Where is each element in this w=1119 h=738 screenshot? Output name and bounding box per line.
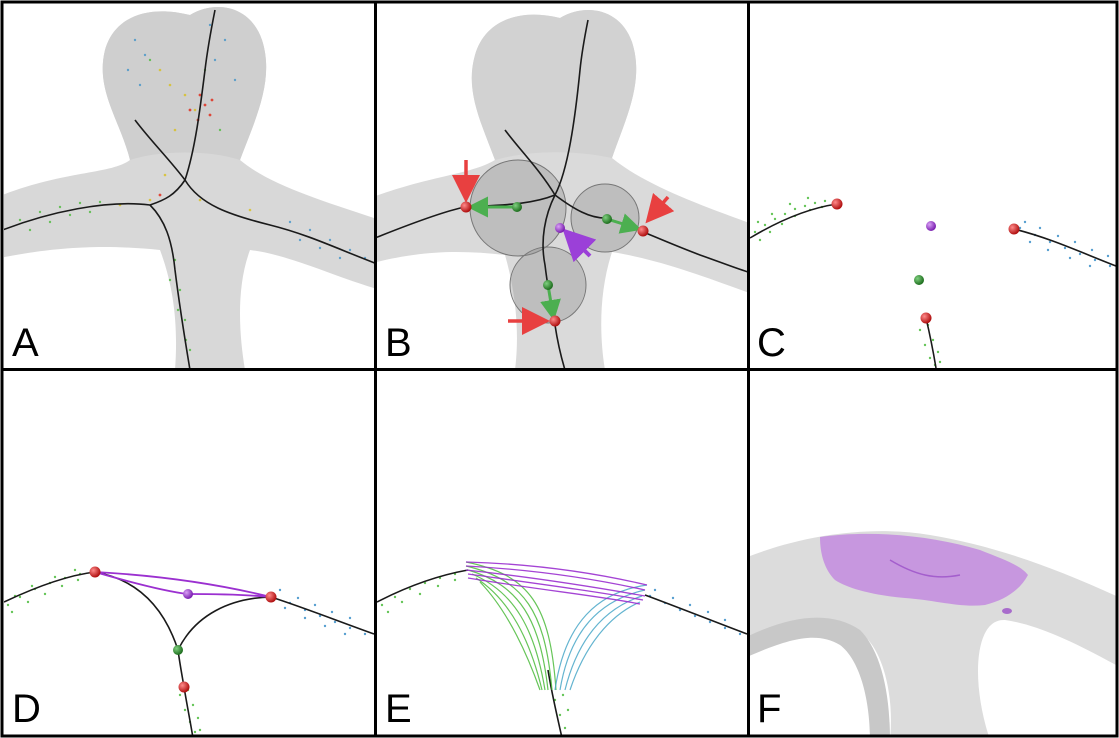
panel-label-c: C — [757, 321, 786, 365]
green-sphere-icon — [602, 214, 612, 224]
panel-f: F — [740, 371, 1119, 738]
panel-d: D — [4, 371, 374, 738]
green-sphere-icon — [512, 202, 522, 212]
purple-sphere-icon — [926, 221, 936, 231]
panel-label-f: F — [757, 687, 781, 731]
green-sphere-icon — [173, 645, 183, 655]
purple-sphere-icon — [555, 223, 565, 233]
panel-label-a: A — [12, 321, 39, 365]
panel-b: B — [365, 4, 755, 370]
red-sphere-icon — [638, 226, 649, 237]
red-sphere-icon — [550, 316, 561, 327]
panel-label-e: E — [385, 687, 412, 731]
panel-c: C — [750, 4, 1116, 368]
purple-sphere-icon — [183, 589, 193, 599]
green-sphere-icon — [543, 280, 553, 290]
red-sphere-icon — [1009, 224, 1020, 235]
panel-label-d: D — [12, 687, 41, 731]
red-sphere-icon — [461, 202, 472, 213]
red-sphere-icon — [832, 199, 843, 210]
red-sphere-icon — [179, 682, 190, 693]
panel-a: A — [0, 4, 380, 370]
red-sphere-icon — [266, 592, 277, 603]
panel-label-b: B — [385, 321, 412, 365]
panel-e: E — [377, 371, 747, 738]
red-sphere-icon — [90, 567, 101, 578]
red-sphere-icon — [921, 313, 932, 324]
green-sphere-icon — [914, 275, 924, 285]
